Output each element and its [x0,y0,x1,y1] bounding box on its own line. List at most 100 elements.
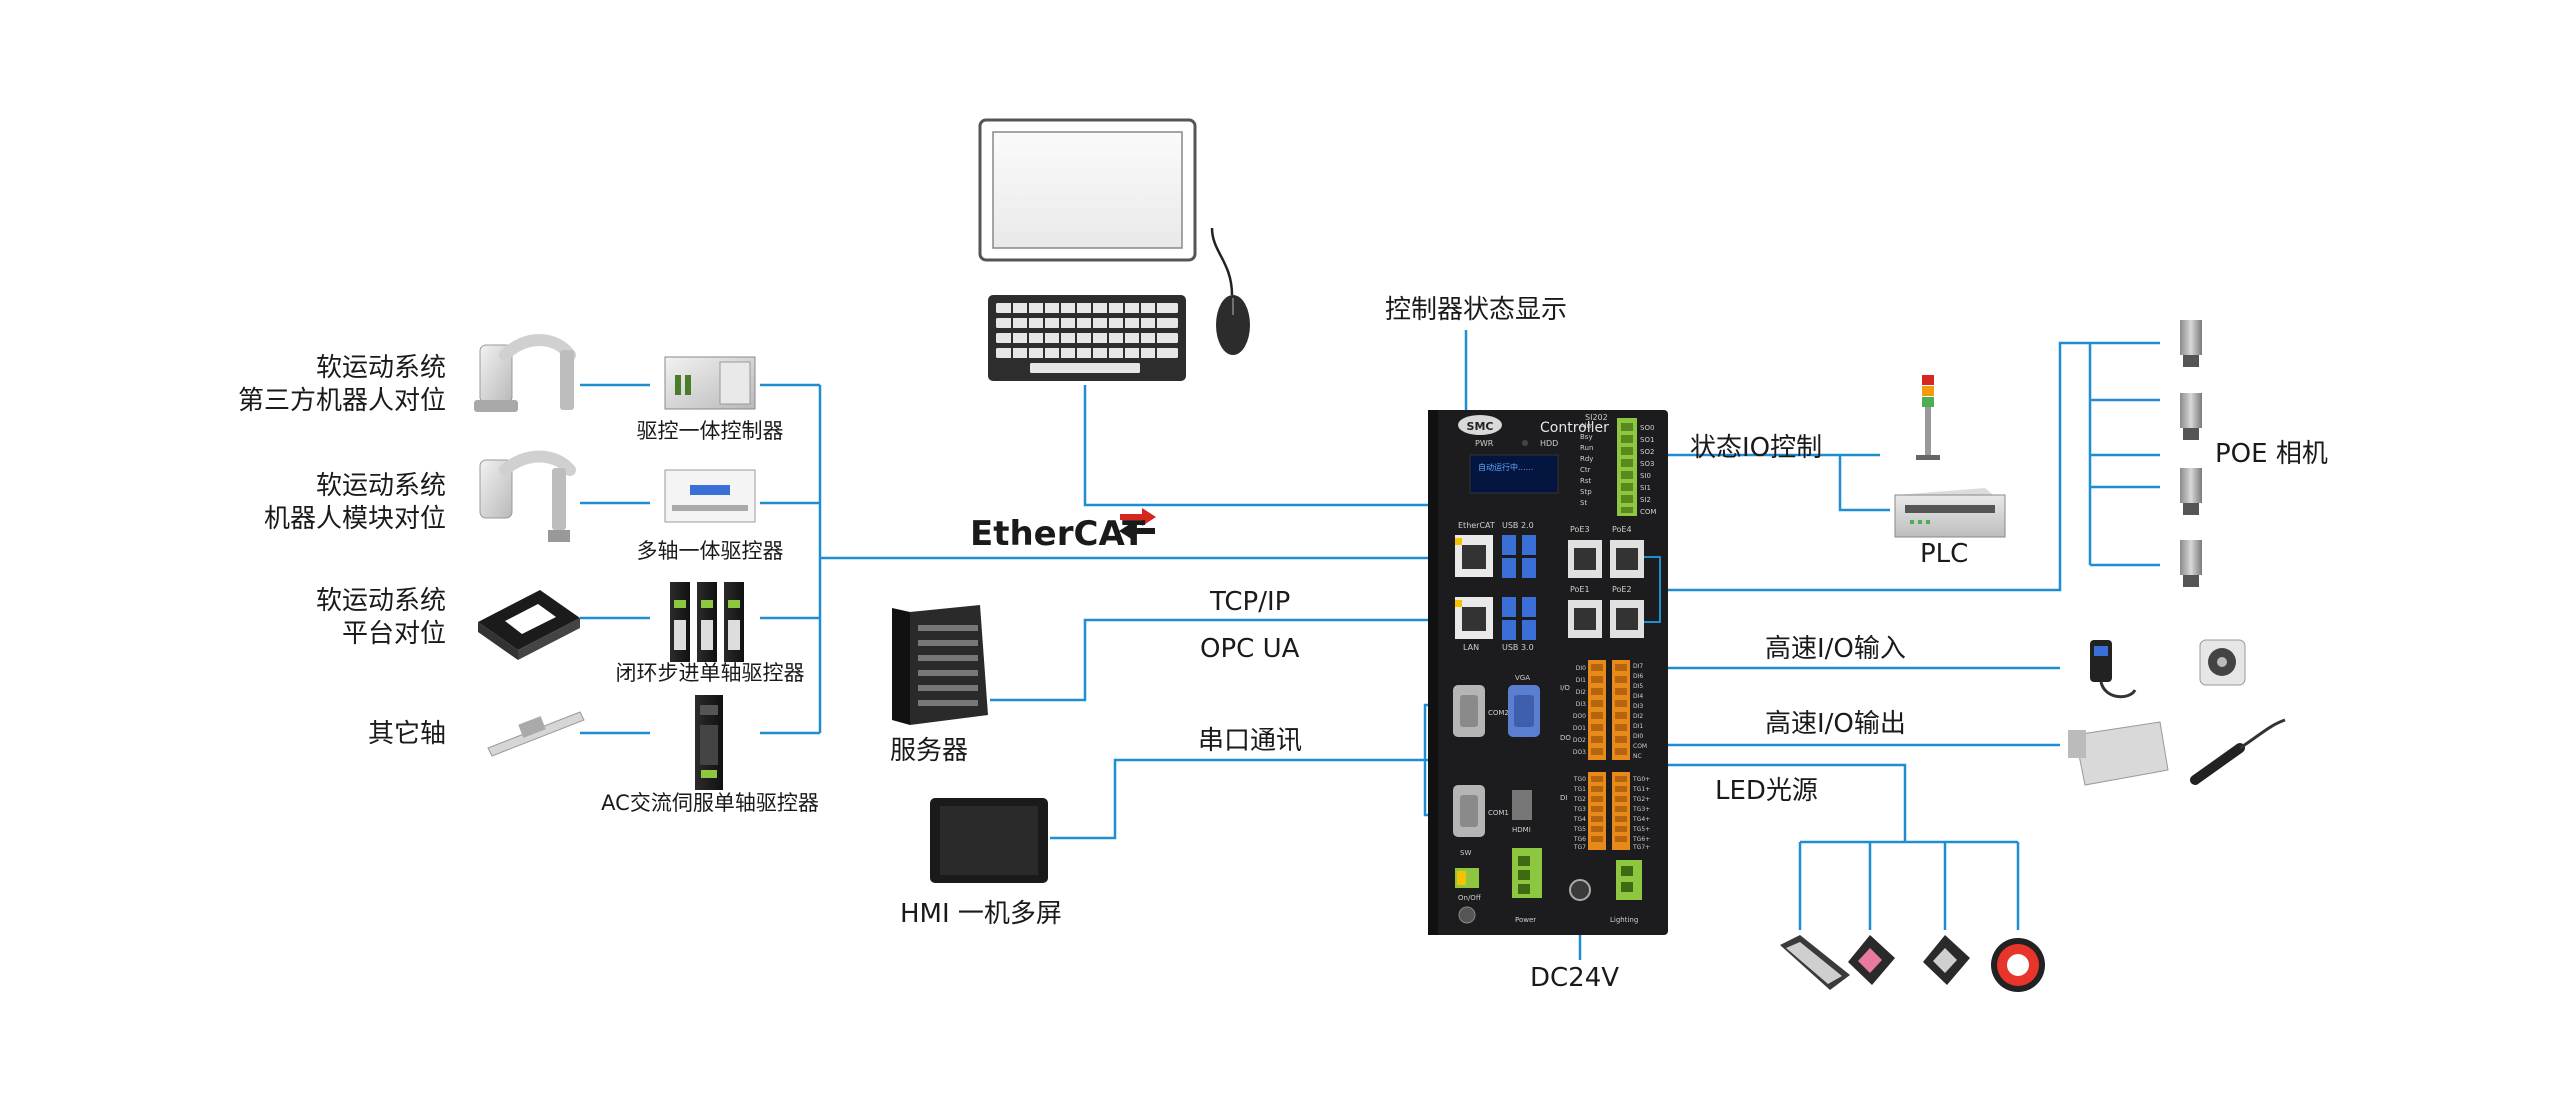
servo-drive-icon [695,695,723,790]
tg-pin-label: TG3 [1573,806,1586,813]
controller-box-icon [664,356,756,410]
device-name-label: 软运动系统 机器人模块对位 [263,471,446,534]
ethercat-suffix: CAT [1073,514,1146,554]
status-led-label: Bsy [1580,433,1593,441]
lan-port-label: LAN [1463,643,1479,652]
status-display-label: 控制器状态显示 [1385,295,1568,325]
screen-text: 自动运行中...... [1478,462,1533,472]
tcpip-label: TCP/IP [1210,587,1291,617]
scara-robot-icon [479,450,576,542]
controller-brand: SMC [1467,420,1494,433]
io-pin-label: DI0 [1633,733,1643,740]
do-pin-label: DO1 [1573,725,1586,732]
controller-title: Controller [1540,420,1609,436]
com-port [1453,685,1485,837]
vga-label: VGA [1515,674,1530,682]
tg-pin-label: TG2 [1573,796,1586,803]
io-pin-label: DI4 [1633,693,1643,700]
di-pin-label: DI0 [1576,665,1586,672]
dc24v-label: DC24V [1530,963,1620,993]
tg-pin-label: TG3+ [1632,806,1650,813]
tg-pin-label: TG1+ [1632,786,1650,793]
status-led-label: Rst [1580,477,1592,485]
sw-label: SW [1460,849,1471,857]
server-label: 服务器 [890,736,969,766]
lighting-label: Lighting [1610,916,1638,924]
usb-port [1502,535,1536,640]
io-pin-label: DI1 [1633,723,1643,730]
mouse-icon [1210,227,1250,355]
part-label: 驱控一体控制器 [636,419,784,443]
square-light-icon [1923,935,1970,985]
hmi-label: HMI 一机多屏 [900,899,1062,929]
di-pin-label: DI2 [1576,689,1586,696]
usb2-label: USB 2.0 [1502,521,1534,530]
tg-pin-label: TG4+ [1632,816,1650,823]
poe-port-label: PoE4 [1612,525,1632,534]
usb3-label: USB 3.0 [1502,643,1534,652]
monitor-icon [978,118,1197,262]
bar-light-icon [1780,935,1850,990]
xy-platform-icon [478,590,580,660]
poe-camera-icon [2180,540,2202,587]
io-pin-label: COM [1633,743,1647,750]
tg-pin-label: TG5+ [1632,826,1650,833]
io-pin-label: DI6 [1633,673,1643,680]
tg-pin-label: TG6 [1573,836,1586,843]
status-pin-label: COM [1640,508,1656,516]
part-label: 闭环步进单轴驱控器 [615,661,805,685]
hdd-label: HDD [1540,439,1558,448]
tg-pin-label: TG4 [1573,816,1586,823]
status-io-label: 状态IO控制 [1690,433,1823,463]
status-pin-label: SI0 [1640,472,1651,480]
io-group-label: I/O [1560,684,1570,692]
do-pin-label: DO0 [1573,713,1586,720]
com-label: COM1 [1488,809,1509,817]
linear-axis-icon [487,711,585,757]
vga-port [1508,685,1540,737]
di-pin-label: DI1 [1576,677,1586,684]
io-pin-label: DI5 [1633,683,1643,690]
status-led-label: Alm [1580,422,1594,430]
status-pin-label: SO3 [1640,460,1654,468]
hs-output-label: 高速I/O输出 [1765,709,1906,739]
power-label: Power [1515,916,1536,924]
tg-pin-label: TG7+ [1632,844,1650,851]
ethercat-port-label: EtherCAT [1458,521,1495,530]
square-light-icon [1848,935,1895,985]
tg-pin-label: TG2+ [1632,796,1650,803]
io-group-label: DI [1560,794,1567,802]
io-pin-label: DI3 [1633,703,1643,710]
probe-icon [2190,718,2286,785]
plc-label: PLC [1920,539,1969,569]
hdmi-label: HDMI [1512,826,1531,834]
tg-pin-label: TG1 [1573,786,1586,793]
status-led-label: Stp [1580,488,1592,496]
poe-camera-icon [2180,393,2202,440]
onoff-label: On/Off [1458,894,1481,902]
tg-pin-label: TG5 [1573,826,1586,833]
controller-box-icon [664,469,756,523]
servo-drive-icon [670,582,744,662]
device-name-label: 其它轴 [367,719,446,749]
tg-pin-label: TG0+ [1632,776,1650,783]
poe-camera-icon [2180,320,2202,367]
serial-label: 串口通讯 [1198,726,1303,756]
status-led-label: Ctr [1580,466,1591,474]
tg-pin-label: TG0 [1573,776,1586,783]
status-led-label: St [1580,499,1587,507]
controller-model: SI202 [1585,413,1608,422]
ethercat-arrow-icon [1119,508,1156,540]
plc-icon [1894,488,2006,538]
signal-tower-icon [1916,375,1940,460]
io-pin-label: DI7 [1633,663,1643,670]
ring-light-icon [1991,938,2045,992]
do-pin-label: DO3 [1573,749,1586,756]
part-label: 多轴一体驱控器 [636,539,784,563]
scara-robot-icon [474,334,576,412]
ethercat-prefix: Ether [970,514,1074,554]
status-led-label: Run [1580,444,1593,452]
tg-pin-label: TG6+ [1632,836,1650,843]
ethernet-port [1455,535,1493,639]
